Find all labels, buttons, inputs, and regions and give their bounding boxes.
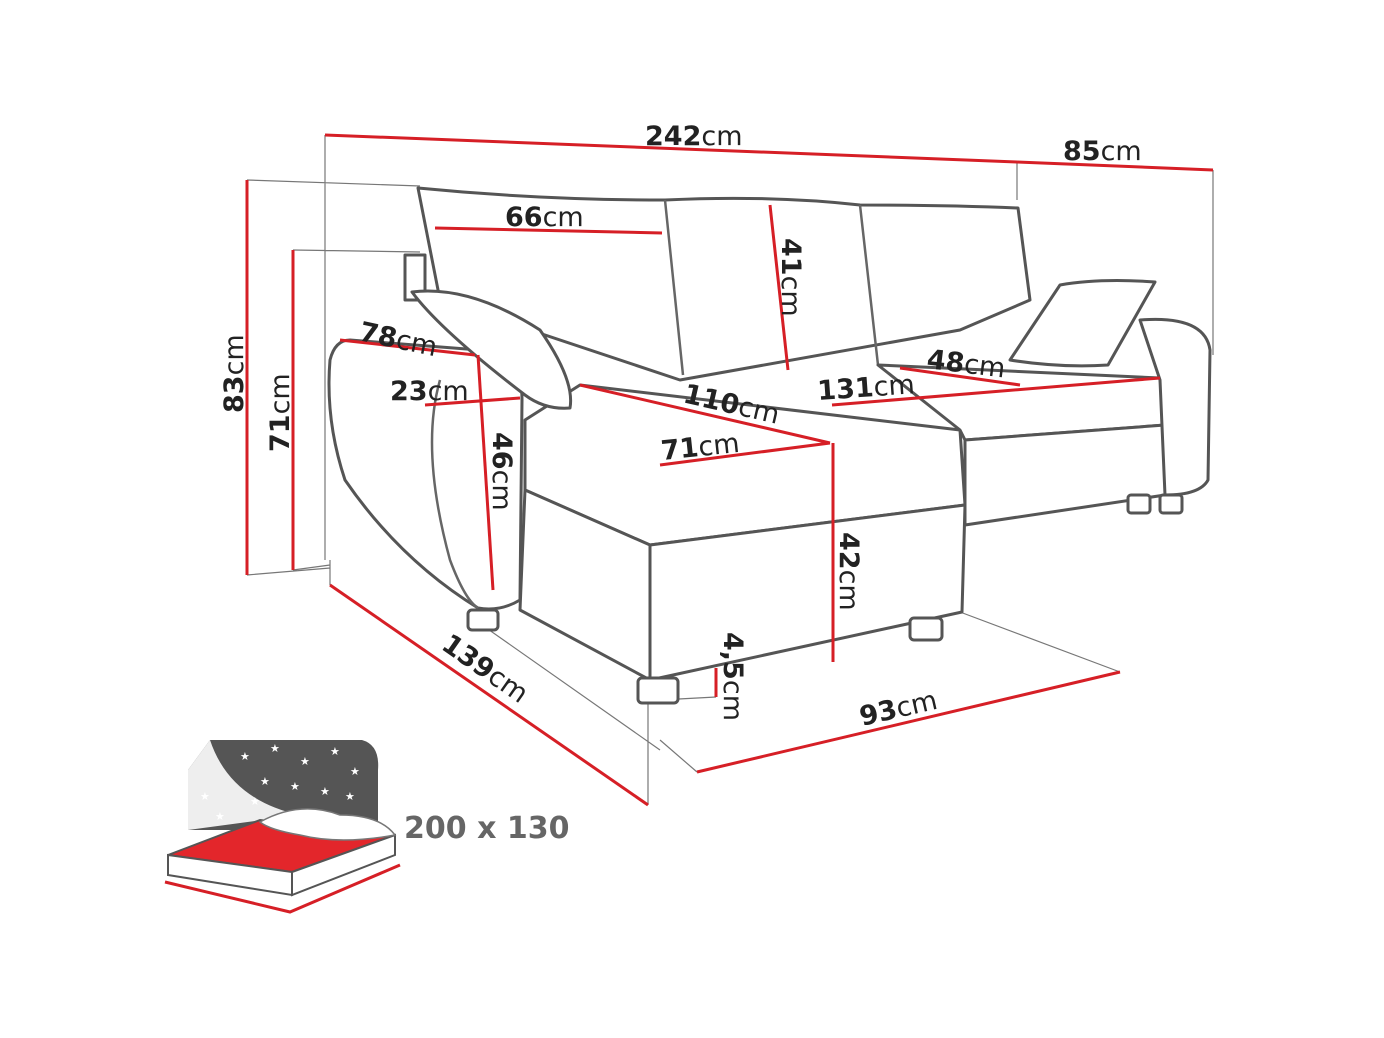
svg-text:★: ★ <box>290 780 300 793</box>
label-armrest-width: 23cm <box>390 376 469 407</box>
svg-text:★: ★ <box>200 790 210 803</box>
sofa-outline <box>327 186 1212 705</box>
stars-icon: ★★★ ★★★ ★★★ ★★★ <box>200 742 360 823</box>
label-chaise-seat-width: 71cm <box>659 428 741 467</box>
label-seat-height: 42cm <box>833 532 864 611</box>
label-main-seat-depth: 48cm <box>925 344 1007 384</box>
sleeping-function-icon: ★★★ ★★★ ★★★ ★★★ 200 x 130 <box>164 740 569 914</box>
svg-text:★: ★ <box>300 755 310 768</box>
svg-text:★: ★ <box>215 810 225 823</box>
svg-text:★: ★ <box>260 775 270 788</box>
label-total-width: 242cm <box>645 121 743 152</box>
label-main-seat-width: 131cm <box>816 369 915 407</box>
label-total-height: 83cm <box>219 334 250 413</box>
svg-text:★: ★ <box>250 795 260 808</box>
dimension-lines <box>245 133 1214 807</box>
svg-text:★: ★ <box>320 785 330 798</box>
svg-text:★: ★ <box>350 765 360 778</box>
label-cushion-width: 66cm <box>505 202 584 233</box>
label-armrest-height: 46cm <box>486 432 517 511</box>
label-cushion-height: 41cm <box>775 238 806 317</box>
label-leg-height: 4,5cm <box>717 632 748 721</box>
svg-text:★: ★ <box>345 790 355 803</box>
svg-text:★: ★ <box>240 750 250 763</box>
bed-size-label: 200 x 130 <box>404 811 569 846</box>
extension-lines <box>246 135 1214 805</box>
dimension-labels: 242cm 85cm 83cm 71cm 66cm 41cm 78cm 23cm… <box>219 121 1142 733</box>
label-back-height: 71cm <box>265 373 296 452</box>
svg-text:★: ★ <box>270 742 280 755</box>
svg-text:★: ★ <box>330 745 340 758</box>
label-chaise-depth: 85cm <box>1063 136 1142 167</box>
